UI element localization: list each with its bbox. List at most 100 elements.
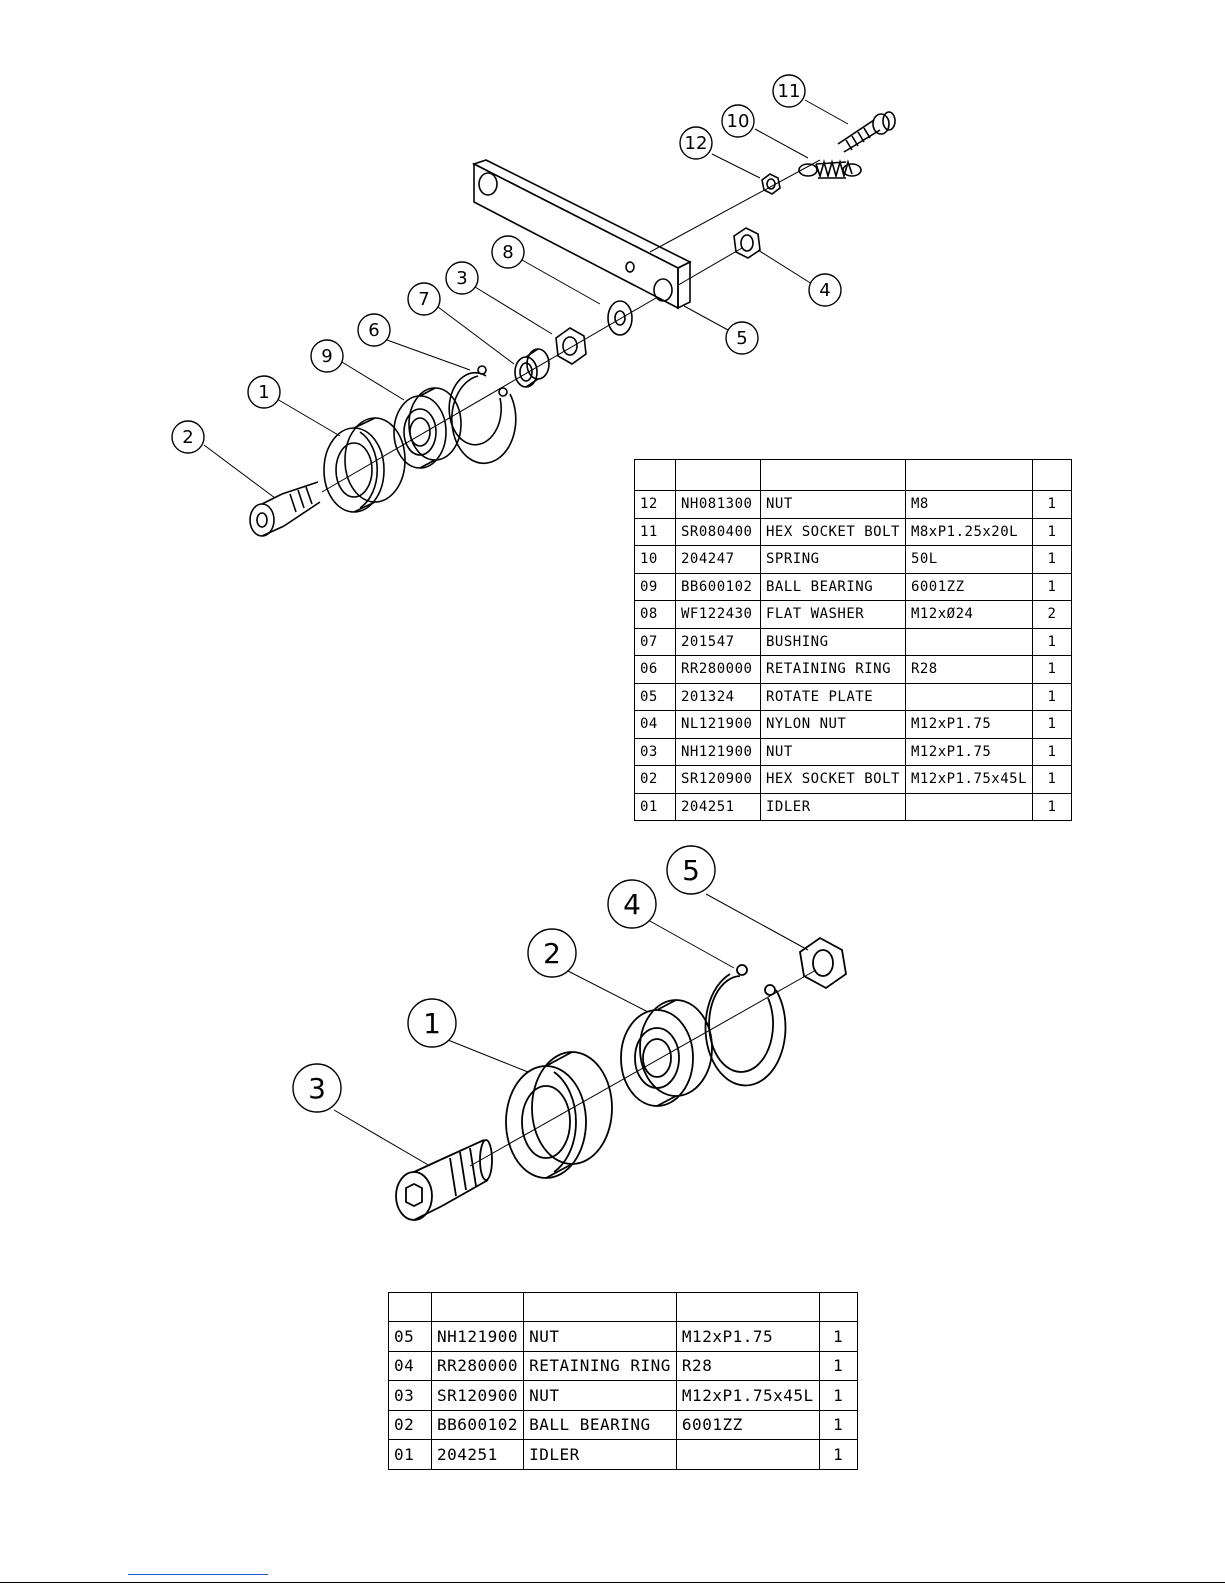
spec: 50L xyxy=(904,545,1034,574)
description: NYLON NUT xyxy=(760,710,906,739)
item-no: 04 xyxy=(388,1350,432,1381)
idler xyxy=(323,417,406,513)
item-no: 04 xyxy=(634,710,676,739)
spec xyxy=(904,682,1034,711)
item-no: 09 xyxy=(634,572,676,601)
part-no: NH121900 xyxy=(675,737,761,766)
qty: 1 xyxy=(818,1350,858,1381)
part-no: 201324 xyxy=(675,682,761,711)
spec: R28 xyxy=(904,655,1034,684)
description: BALL BEARING xyxy=(760,572,906,601)
hex-socket-bolt-m12 xyxy=(249,481,321,537)
callout-1: 1 xyxy=(258,382,269,403)
part-no: 204251 xyxy=(430,1439,525,1470)
qty: 1 xyxy=(1032,710,1073,739)
header-cell xyxy=(430,1292,525,1322)
item-no: 02 xyxy=(388,1409,432,1440)
part-no: BB600102 xyxy=(675,572,761,601)
part-no: SR120900 xyxy=(430,1380,525,1411)
qty: 1 xyxy=(1032,572,1073,601)
qty: 1 xyxy=(1032,737,1073,766)
part-no: 201547 xyxy=(675,627,761,656)
callout-2: 2 xyxy=(182,427,193,448)
header-cell xyxy=(634,459,676,491)
part-no: RR280000 xyxy=(675,655,761,684)
part-no: NL121900 xyxy=(675,710,761,739)
qty: 2 xyxy=(1032,600,1073,629)
callout-3: 3 xyxy=(456,268,467,289)
description: BALL BEARING xyxy=(523,1409,677,1440)
description: HEX SOCKET BOLT xyxy=(760,765,906,794)
table-header-row xyxy=(388,1292,858,1322)
qty: 1 xyxy=(818,1409,858,1440)
header-cell xyxy=(523,1292,677,1322)
qty: 1 xyxy=(1032,545,1073,574)
callout-11: 11 xyxy=(778,81,801,102)
callout-12: 12 xyxy=(685,133,708,154)
part-no: NH081300 xyxy=(675,490,761,519)
footer-link-underline[interactable] xyxy=(128,1574,268,1575)
description: NUT xyxy=(523,1321,677,1352)
exploded-diagram-top: 11 10 12 4 5 8 3 7 6 9 1 2 xyxy=(171,74,896,537)
spec: M12xØ24 xyxy=(904,600,1034,629)
ball-bearing xyxy=(393,387,462,469)
callout-b-4: 4 xyxy=(623,888,641,921)
item-no: 10 xyxy=(634,545,676,574)
part-no: SR080400 xyxy=(675,517,761,546)
spec: R28 xyxy=(675,1350,820,1381)
item-no: 07 xyxy=(634,627,676,656)
description: NUT xyxy=(760,737,906,766)
description: RETAINING RING xyxy=(760,655,906,684)
qty: 1 xyxy=(1032,490,1073,519)
retaining-ring-b xyxy=(704,964,787,1087)
qty: 1 xyxy=(1032,792,1073,821)
flat-washer xyxy=(607,300,633,336)
item-no: 03 xyxy=(388,1380,432,1411)
spring xyxy=(798,159,862,179)
part-no: RR280000 xyxy=(430,1350,525,1381)
retaining-ring xyxy=(448,365,517,465)
spec: M8 xyxy=(904,490,1034,519)
callout-5: 5 xyxy=(736,328,747,349)
qty: 1 xyxy=(1032,627,1073,656)
part-no: 204247 xyxy=(675,545,761,574)
header-cell xyxy=(904,459,1034,491)
qty: 1 xyxy=(818,1321,858,1352)
item-no: 08 xyxy=(634,600,676,629)
item-no: 02 xyxy=(634,765,676,794)
hex-nut-m12 xyxy=(555,327,587,365)
description: HEX SOCKET BOLT xyxy=(760,517,906,546)
description: IDLER xyxy=(760,792,906,821)
callout-10: 10 xyxy=(727,111,750,132)
qty: 1 xyxy=(1032,517,1073,546)
callout-9: 9 xyxy=(321,346,332,367)
spec xyxy=(675,1439,820,1470)
item-no: 12 xyxy=(634,490,676,519)
spec: M12xP1.75x45L xyxy=(904,765,1034,794)
description: NUT xyxy=(523,1380,677,1411)
callout-b-2: 2 xyxy=(543,937,561,970)
item-no: 03 xyxy=(634,737,676,766)
description: FLAT WASHER xyxy=(760,600,906,629)
header-cell xyxy=(818,1292,858,1322)
part-no: SR120900 xyxy=(675,765,761,794)
callout-b-3: 3 xyxy=(308,1072,326,1105)
footer-rule xyxy=(0,1582,1225,1583)
hex-nut-m12-b xyxy=(799,936,847,990)
description: NUT xyxy=(760,490,906,519)
spec: M12xP1.75 xyxy=(675,1321,820,1352)
callout-4: 4 xyxy=(819,280,830,301)
